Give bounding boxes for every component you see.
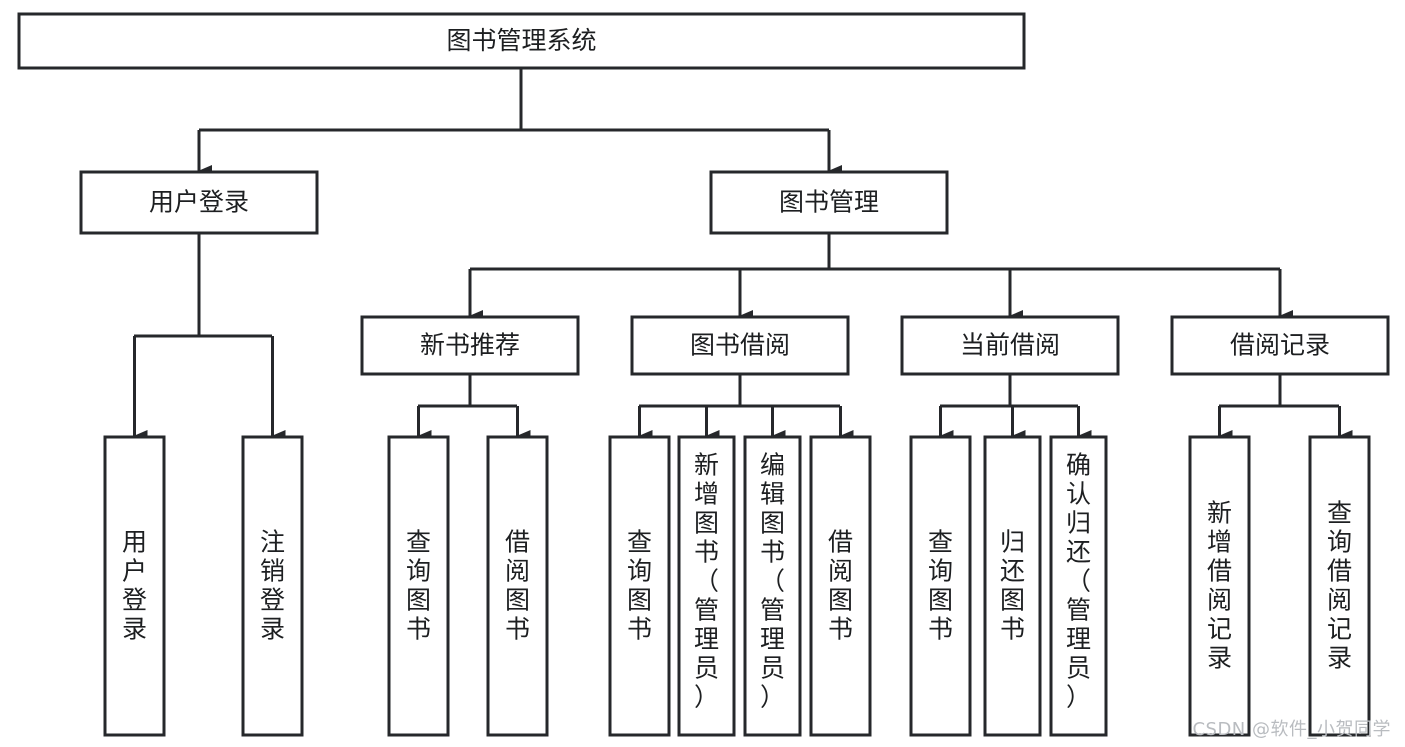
csdn-watermark: CSDN @软件_小贺同学	[1192, 719, 1391, 740]
node-leaf-query-book-2[interactable]: 查询图书	[608, 435, 671, 737]
node-label-leaf-borrow-book-2: 借阅图书	[828, 528, 853, 644]
node-label-leaf-logout: 注销登录	[260, 528, 285, 644]
node-box-leaf-query-book-1	[387, 435, 450, 737]
node-label-leaf-confirm-return-admin: 确认归还（管理员）	[1066, 451, 1091, 712]
node-box-leaf-confirm-return-admin	[1049, 435, 1108, 737]
node-leaf-user-login[interactable]: 用户登录	[103, 435, 166, 737]
node-label-current-borrow: 当前借阅	[960, 331, 1060, 360]
node-box-leaf-borrow-book-1	[486, 435, 549, 737]
node-box-borrow-record	[1170, 315, 1390, 376]
node-label-borrow-record: 借阅记录	[1230, 331, 1330, 360]
node-leaf-query-book-1[interactable]: 查询图书	[387, 435, 450, 737]
node-label-leaf-borrow-book-1: 借阅图书	[505, 528, 530, 644]
node-box-leaf-user-login	[103, 435, 166, 737]
node-box-leaf-query-book-2	[608, 435, 671, 737]
node-box-user-login	[79, 170, 319, 235]
node-box-leaf-return-book	[983, 435, 1042, 737]
node-box-new-book-recommend	[360, 315, 580, 376]
node-label-book-management: 图书管理	[779, 188, 879, 217]
node-box-leaf-query-borrow-record	[1308, 435, 1371, 737]
node-box-book-borrow	[630, 315, 850, 376]
node-leaf-query-borrow-record[interactable]: 查询借阅记录	[1308, 435, 1371, 737]
node-label-root: 图书管理系统	[446, 26, 596, 55]
node-current-borrow[interactable]: 当前借阅	[900, 315, 1120, 376]
node-box-current-borrow	[900, 315, 1120, 376]
node-new-book-recommend[interactable]: 新书推荐	[360, 315, 580, 376]
node-leaf-return-book[interactable]: 归还图书	[983, 435, 1042, 737]
node-label-leaf-query-borrow-record: 查询借阅记录	[1327, 499, 1352, 673]
node-box-leaf-edit-book-admin	[743, 435, 802, 737]
node-box-book-management	[709, 170, 949, 235]
node-box-leaf-add-book-admin	[677, 435, 736, 737]
node-leaf-borrow-book-1[interactable]: 借阅图书	[486, 435, 549, 737]
node-user-login[interactable]: 用户登录	[79, 170, 319, 235]
node-leaf-confirm-return-admin[interactable]: 确认归还（管理员）	[1049, 435, 1108, 737]
node-leaf-query-book-3[interactable]: 查询图书	[909, 435, 972, 737]
node-label-leaf-query-book-2: 查询图书	[627, 528, 652, 644]
node-label-leaf-edit-book-admin: 编辑图书（管理员）	[760, 451, 785, 712]
node-leaf-add-book-admin[interactable]: 新增图书（管理员）	[677, 435, 736, 737]
node-label-leaf-add-book-admin: 新增图书（管理员）	[694, 451, 719, 712]
node-box-leaf-borrow-book-2	[809, 435, 872, 737]
node-leaf-edit-book-admin[interactable]: 编辑图书（管理员）	[743, 435, 802, 737]
node-leaf-add-borrow-record[interactable]: 新增借阅记录	[1188, 435, 1251, 737]
node-box-leaf-logout	[241, 435, 304, 737]
node-box-leaf-query-book-3	[909, 435, 972, 737]
node-label-new-book-recommend: 新书推荐	[420, 331, 520, 360]
node-book-management[interactable]: 图书管理	[709, 170, 949, 235]
node-label-leaf-query-book-3: 查询图书	[928, 528, 953, 644]
node-borrow-record[interactable]: 借阅记录	[1170, 315, 1390, 376]
node-box-root	[17, 12, 1026, 70]
node-box-leaf-add-borrow-record	[1188, 435, 1251, 737]
node-book-borrow[interactable]: 图书借阅	[630, 315, 850, 376]
node-label-leaf-query-book-1: 查询图书	[406, 528, 431, 644]
node-label-user-login: 用户登录	[149, 188, 249, 217]
node-label-book-borrow: 图书借阅	[690, 331, 790, 360]
node-label-leaf-user-login: 用户登录	[122, 528, 147, 644]
connectors-layer	[133, 68, 1353, 442]
node-label-leaf-add-borrow-record: 新增借阅记录	[1207, 499, 1232, 673]
node-leaf-borrow-book-2[interactable]: 借阅图书	[809, 435, 872, 737]
node-leaf-logout[interactable]: 注销登录	[241, 435, 304, 737]
nodes-layer: 图书管理系统用户登录图书管理新书推荐图书借阅当前借阅借阅记录用户登录注销登录查询…	[17, 12, 1390, 737]
node-root[interactable]: 图书管理系统	[17, 12, 1026, 70]
node-label-leaf-return-book: 归还图书	[1000, 528, 1025, 644]
